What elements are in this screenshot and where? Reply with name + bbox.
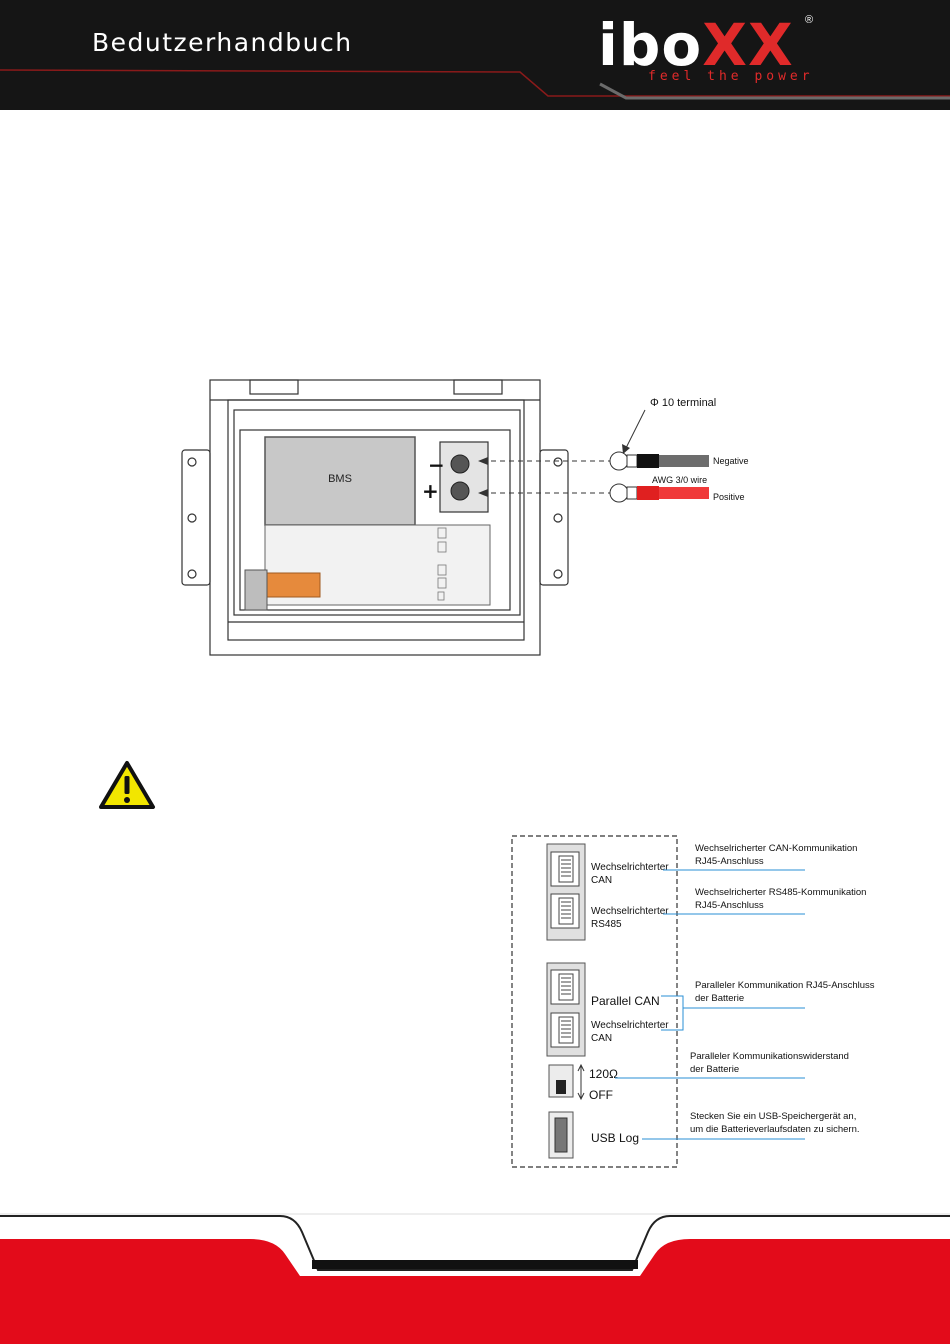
callout-text: Stecken Sie ein USB-Speichergerät an, [690, 1111, 856, 1122]
rj45-parallel-can-port [550, 969, 580, 1005]
terminal-block [439, 441, 489, 513]
page-footer [0, 1213, 950, 1344]
right-mounting-bracket [539, 449, 569, 586]
minus-sign: − [428, 453, 445, 477]
logo-prefix: ibo [598, 11, 703, 79]
callout-text: Paralleler Kommunikation RJ45-Anschluss [695, 980, 875, 991]
negative-label: Negative [713, 456, 749, 466]
port-label: CAN [591, 875, 612, 886]
usb-port [548, 1111, 574, 1159]
warning-triangle-icon [99, 761, 155, 809]
callout-text: der Batterie [695, 993, 744, 1004]
port-label: RS485 [591, 919, 622, 930]
logo-tagline: feel the power [648, 69, 814, 84]
callout-leaders [615, 869, 805, 1140]
positive-terminal [450, 481, 470, 501]
header-swoosh [0, 69, 950, 100]
bms-module [264, 436, 416, 526]
positive-label: Positive [713, 492, 745, 502]
switch-on-label: 120Ω [589, 1067, 618, 1081]
port-panel-outline [511, 835, 678, 1168]
callout-text: Wechselricherter CAN-Kommunikation [695, 843, 857, 854]
logo-accent: XX [702, 11, 794, 79]
rj45-parallel-can-2-port [550, 1012, 580, 1048]
callout-text: Paralleler Kommunikationswiderstand [690, 1051, 849, 1062]
registered-mark: ® [805, 14, 814, 26]
port-label: Wechselrichterter [591, 1020, 669, 1031]
callout-text: um die Batterieverlaufsdaten zu sichern. [690, 1124, 860, 1135]
callout-text: der Batterie [690, 1064, 739, 1075]
terminal-pointer [624, 409, 646, 451]
port-label: Parallel CAN [591, 994, 660, 1008]
left-mounting-bracket [181, 449, 211, 586]
switch-arrow-icon [577, 1063, 585, 1101]
rj45-can-port [550, 851, 580, 887]
port-label: CAN [591, 1033, 612, 1044]
header-title: Bedutzerhandbuch [92, 28, 353, 57]
page-header: Bedutzerhandbuch iboXX ® feel the power [0, 0, 950, 110]
port-label: Wechselrichterter [591, 906, 669, 917]
wire-label: AWG 3/0 wire [652, 475, 707, 485]
port-label: Wechselrichterter [591, 862, 669, 873]
callout-text: RJ45-Anschluss [695, 856, 764, 867]
callout-text: Wechselricherter RS485-Kommunikation [695, 887, 866, 898]
negative-terminal [450, 454, 470, 474]
usb-label: USB Log [591, 1131, 639, 1145]
plus-sign: + [422, 479, 439, 503]
callout-text: RJ45-Anschluss [695, 900, 764, 911]
terminal-label: Φ 10 terminal [650, 397, 716, 409]
brand-logo: iboXX [598, 10, 794, 80]
resistor-dip-switch [548, 1064, 574, 1098]
rj45-rs485-port [550, 893, 580, 929]
positive-cable [609, 483, 709, 503]
negative-cable [609, 451, 709, 471]
switch-off-label: OFF [589, 1088, 613, 1102]
bms-label: BMS [328, 473, 352, 485]
port-panel-diagram: Wechselrichterter CAN Wechselrichterter … [511, 835, 875, 1168]
battery-wiring-diagram: BMS − + Φ 10 terminal Negative AWG 3/0 w… [181, 379, 749, 656]
